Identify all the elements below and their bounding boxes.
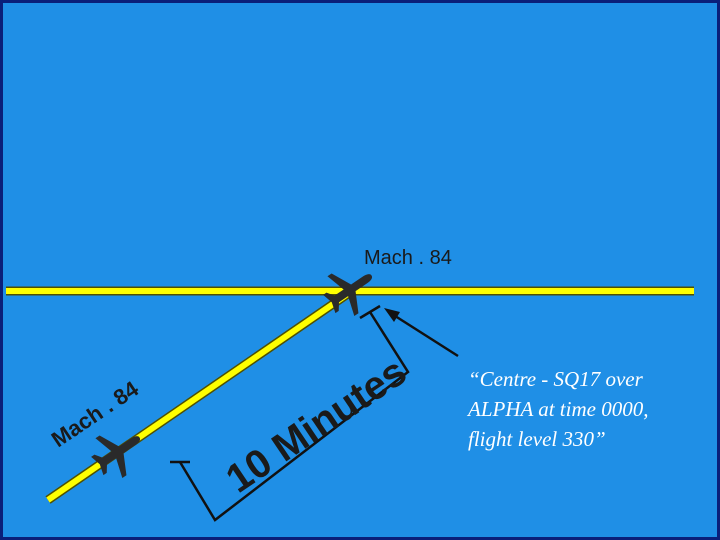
speed-label-top: Mach . 84: [364, 247, 452, 269]
report-line-1: “Centre - SQ17 over: [468, 367, 644, 391]
distance-bracket: [170, 304, 410, 522]
arrow-icon: [384, 308, 459, 358]
report-line-2: ALPHA at time 0000,: [466, 397, 648, 421]
airway-diagonal: [46, 288, 354, 503]
report-line-3: flight level 330”: [468, 427, 606, 451]
position-report: “Centre - SQ17 over ALPHA at time 0000, …: [466, 367, 648, 451]
